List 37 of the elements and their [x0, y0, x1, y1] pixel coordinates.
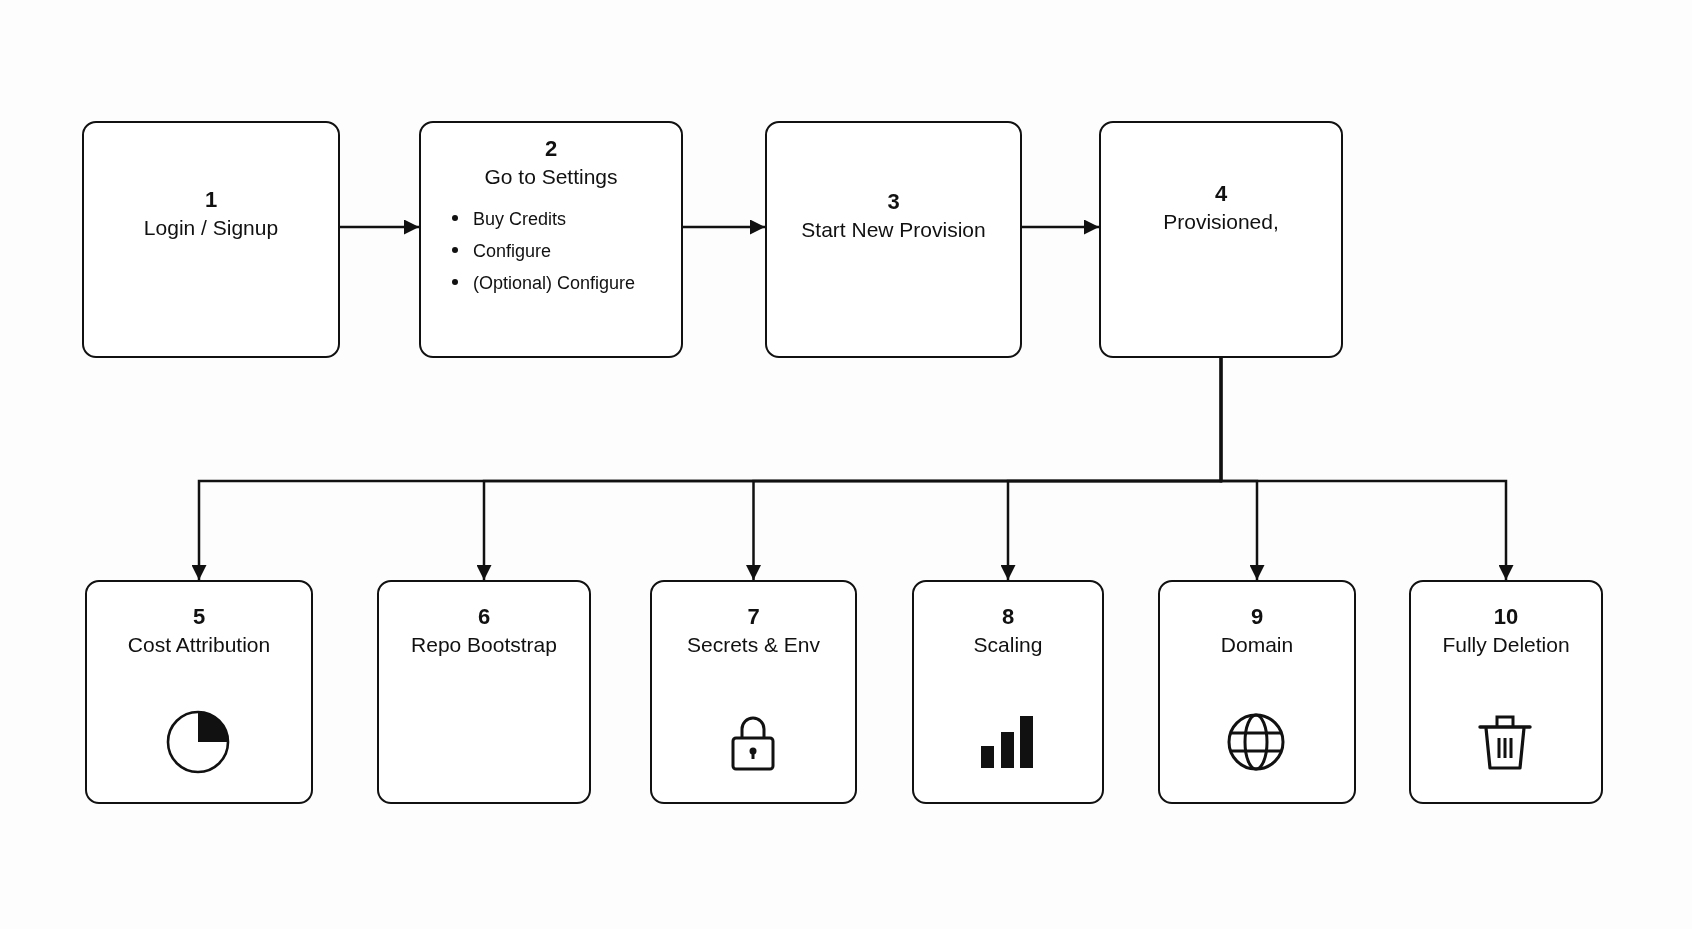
connector-arrow [1022, 219, 1099, 235]
step-title: Cost Attribution [127, 632, 271, 658]
process-box [377, 580, 591, 804]
step-title: Secrets & Env [686, 632, 821, 658]
step-title: Provisioned, [1163, 209, 1279, 235]
process-box [1099, 121, 1343, 358]
connector-arrow [340, 219, 419, 235]
process-box [82, 121, 340, 358]
step-number: 2 [544, 136, 558, 162]
step-title: Login / Signup [143, 215, 279, 241]
connector-arrow [1219, 358, 1514, 580]
step-number: 7 [747, 604, 760, 630]
step-number: 10 [1493, 604, 1519, 630]
process-box [419, 121, 683, 358]
bullet-item: Buy Credits [452, 203, 567, 235]
step-number: 4 [1214, 181, 1228, 207]
process-box [1409, 580, 1603, 804]
bullet-item: Configure [452, 235, 552, 267]
step-title: Go to Settings [484, 164, 618, 190]
process-box [1158, 580, 1356, 804]
step-title: Fully Deletion [1442, 632, 1570, 658]
step-title: Start New Provision [801, 217, 986, 243]
step-title: Repo Bootstrap [411, 632, 557, 658]
bullet-item: (Optional) Configure [452, 267, 636, 299]
connector-arrow [683, 219, 765, 235]
step-title: Domain [1220, 632, 1294, 658]
step-number: 9 [1250, 604, 1264, 630]
process-box [85, 580, 313, 804]
step-number: 1 [204, 187, 218, 213]
step-number: 8 [1001, 604, 1015, 630]
step-number: 6 [477, 604, 491, 630]
process-box [912, 580, 1104, 804]
step-number: 5 [192, 604, 206, 630]
step-title: Scaling [973, 632, 1043, 658]
process-box [650, 580, 857, 804]
step-number: 3 [887, 189, 900, 215]
process-box [765, 121, 1022, 358]
